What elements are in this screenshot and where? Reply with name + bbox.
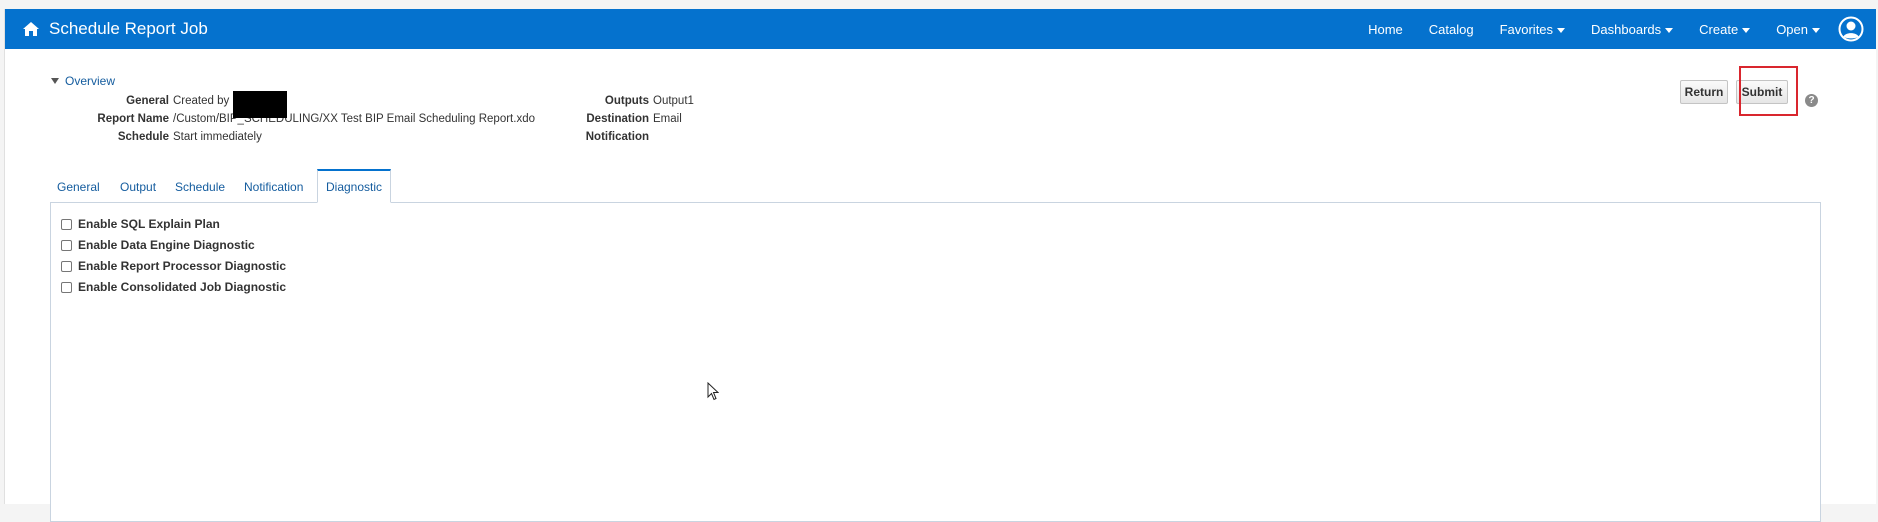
- destination-key: Destination: [586, 113, 649, 125]
- global-nav: Home Catalog Favorites Dashboards Create…: [1342, 9, 1820, 49]
- nav-dashboards-label: Dashboards: [1591, 21, 1662, 37]
- nav-catalog[interactable]: Catalog: [1429, 22, 1474, 37]
- option-sql-explain-plan: Enable SQL Explain Plan: [61, 217, 220, 231]
- schedule-key: Schedule: [117, 131, 169, 143]
- tab-output[interactable]: Output: [120, 180, 157, 194]
- report-name-key: Report Name: [97, 113, 169, 125]
- schedule-value: Start immediately: [173, 131, 262, 143]
- report-processor-diagnostic-label: Enable Report Processor Diagnostic: [78, 259, 287, 273]
- destination-value: Email: [653, 113, 682, 125]
- tab-diagnostic[interactable]: Diagnostic: [317, 169, 392, 203]
- nav-dashboards[interactable]: Dashboards: [1591, 21, 1674, 37]
- consolidated-job-diagnostic-checkbox[interactable]: [61, 281, 72, 293]
- general-key: General: [126, 95, 169, 107]
- overview-label: Overview: [65, 74, 116, 88]
- nav-home-label: Home: [1368, 21, 1403, 37]
- tab-schedule[interactable]: Schedule: [175, 180, 226, 194]
- nav-favorites-label: Favorites: [1499, 21, 1554, 37]
- nav-open-label: Open: [1776, 21, 1808, 37]
- chevron-down-icon: [1742, 27, 1751, 33]
- option-consolidated-job-diagnostic: Enable Consolidated Job Diagnostic: [61, 280, 286, 294]
- nav-catalog-label: Catalog: [1428, 21, 1474, 37]
- nav-open[interactable]: Open: [1776, 22, 1820, 37]
- outputs-value: Output1: [653, 95, 694, 107]
- chevron-down-icon: [1557, 27, 1566, 33]
- submit-button[interactable]: Submit: [1736, 80, 1788, 104]
- nav-create-label: Create: [1699, 21, 1739, 37]
- tab-general[interactable]: General: [57, 180, 100, 194]
- nav-favorites[interactable]: Favorites: [1499, 21, 1566, 37]
- help-icon[interactable]: ?: [1805, 94, 1818, 107]
- sql-explain-plan-checkbox[interactable]: [61, 218, 72, 230]
- option-data-engine-diagnostic: Enable Data Engine Diagnostic: [61, 238, 255, 252]
- outputs-key: Outputs: [604, 95, 649, 107]
- sql-explain-plan-label: Enable SQL Explain Plan: [78, 217, 220, 231]
- chevron-down-icon: [1665, 27, 1674, 33]
- return-button[interactable]: Return: [1680, 80, 1728, 104]
- data-engine-diagnostic-label: Enable Data Engine Diagnostic: [78, 238, 255, 252]
- home-icon[interactable]: [22, 21, 40, 37]
- nav-create[interactable]: Create: [1699, 21, 1751, 37]
- notification-key: Notification: [585, 131, 649, 143]
- overview-toggle[interactable]: Overview: [51, 74, 115, 88]
- option-report-processor-diagnostic: Enable Report Processor Diagnostic: [61, 259, 286, 273]
- page-frame: Schedule Report Job Home Catalog Favorit…: [4, 9, 1876, 522]
- report-processor-diagnostic-checkbox[interactable]: [61, 260, 72, 272]
- general-value: Created by: [173, 95, 230, 107]
- chevron-down-icon: [1812, 27, 1820, 33]
- top-header-bar: Schedule Report Job Home Catalog Favorit…: [5, 9, 1876, 49]
- redacted-name: [233, 91, 287, 118]
- mouse-pointer-icon: [707, 382, 719, 401]
- diagnostic-panel: Enable SQL Explain Plan Enable Data Engi…: [50, 202, 1821, 522]
- data-engine-diagnostic-checkbox[interactable]: [61, 239, 72, 251]
- tab-notification[interactable]: Notification: [244, 180, 304, 194]
- nav-home[interactable]: Home: [1368, 22, 1403, 37]
- user-icon[interactable]: [1838, 16, 1864, 42]
- report-name-value: /Custom/BIP_SCHEDULING/XX Test BIP Email…: [173, 113, 535, 125]
- collapse-triangle-icon: [51, 78, 59, 84]
- app-title: Schedule Report Job: [49, 19, 208, 38]
- consolidated-job-diagnostic-label: Enable Consolidated Job Diagnostic: [78, 280, 287, 294]
